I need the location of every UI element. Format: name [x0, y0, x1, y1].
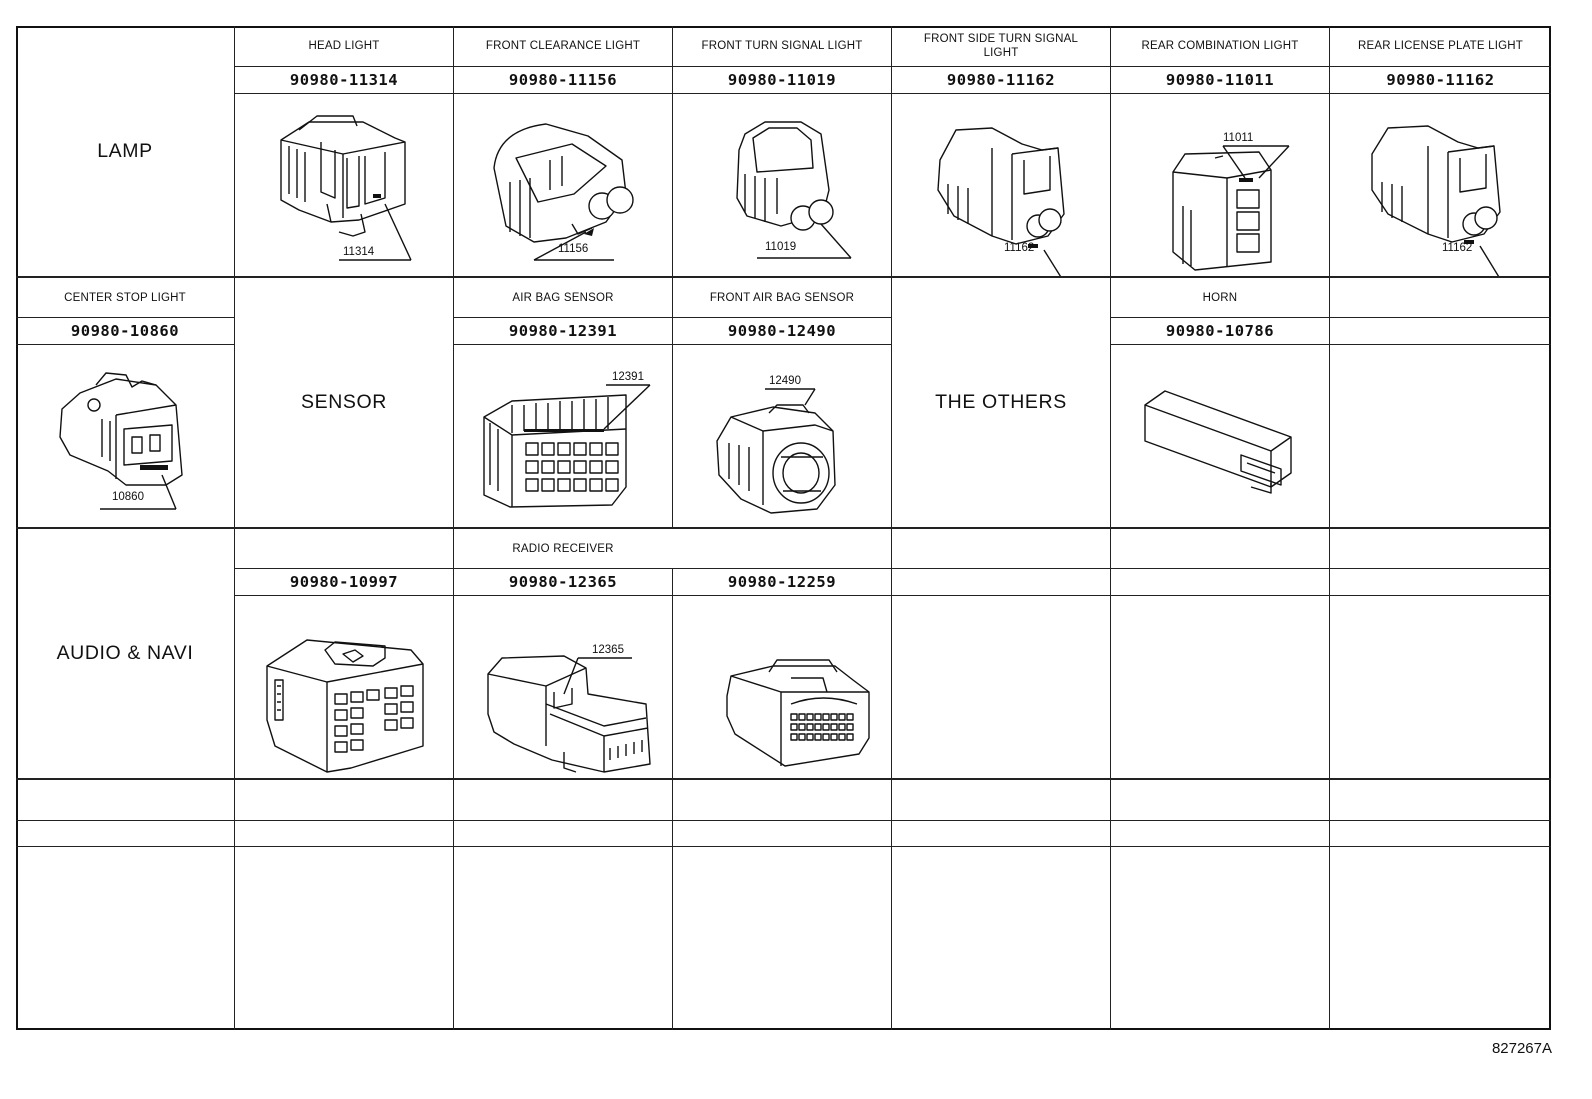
row-divider — [16, 820, 1551, 821]
connector-drawing-air-bag-sensor: 12391 — [454, 345, 672, 527]
row-divider — [16, 778, 1551, 780]
part-number: 90980-12391 — [508, 322, 618, 340]
column-title: FRONT CLEARANCE LIGHT — [485, 40, 641, 52]
connector-callout: 10860 — [112, 491, 144, 503]
row-divider — [235, 595, 1551, 596]
connector-callout: 12391 — [612, 371, 644, 383]
column-divider — [891, 529, 892, 1030]
connector-callout: 11162 — [1004, 242, 1035, 254]
part-number: 90980-10997 — [289, 573, 399, 591]
column-divider — [1110, 26, 1111, 1030]
row-divider — [235, 66, 1551, 67]
column-divider — [891, 26, 892, 277]
connector-callout: 11162 — [1442, 242, 1473, 254]
connector-drawing-headlight: 11314 — [235, 94, 453, 276]
column-title: HORN — [1202, 291, 1238, 304]
category-lamp: LAMP — [97, 139, 153, 162]
part-number: 90980-11162 — [946, 71, 1056, 89]
column-title: FRONT TURN SIGNAL LIGHT — [701, 40, 863, 52]
connector-drawing-center-stop: 10860 — [16, 345, 234, 527]
connector-drawing-rear-license: 11162 — [1330, 94, 1551, 276]
connector-callout: 11156 — [558, 243, 589, 255]
row-divider — [16, 317, 235, 318]
row-divider — [1111, 317, 1551, 318]
connector-callout: 11314 — [343, 246, 375, 258]
part-number: 90980-11011 — [1165, 71, 1275, 89]
part-number: 90980-11162 — [1386, 71, 1495, 89]
row-divider — [454, 317, 892, 318]
connector-callout: 11019 — [765, 241, 797, 253]
category-the-others: THE OTHERS — [935, 391, 1067, 413]
column-title: FRONT SIDE TURN SIGNAL LIGHT — [923, 33, 1079, 59]
connector-callout: 11011 — [1223, 132, 1254, 144]
connector-drawing-front-clearance: 11156 — [454, 94, 672, 276]
column-title: AIR BAG SENSOR — [512, 291, 614, 304]
row-divider — [16, 276, 1551, 278]
column-title: HEAD LIGHT — [308, 40, 380, 52]
column-title: FRONT AIR BAG SENSOR — [709, 291, 855, 304]
column-divider — [234, 26, 235, 1030]
part-number: 90980-11314 — [289, 71, 399, 89]
part-number: 90980-11019 — [727, 71, 837, 89]
drawing-id: 827267A — [1491, 1040, 1552, 1057]
part-number: 90980-10860 — [70, 322, 180, 340]
column-divider — [453, 26, 454, 277]
connector-drawing-front-side-turn: 11162 — [892, 94, 1110, 276]
part-number: 90980-12365 — [508, 573, 618, 591]
connector-callout: 12365 — [592, 644, 624, 656]
title-span-mask — [454, 529, 891, 568]
connector-callout: 12490 — [769, 375, 801, 387]
category-audio-navi: AUDIO & NAVI — [56, 642, 194, 664]
part-number: 90980-11156 — [508, 71, 618, 89]
part-number: 90980-12259 — [727, 573, 837, 591]
connector-chart: LAMP HEAD LIGHT FRONT CLEARANCE LIGHT FR… — [16, 26, 1551, 1030]
column-divider — [453, 277, 454, 1030]
connector-drawing-radio-12259 — [673, 596, 891, 778]
column-divider — [1329, 26, 1330, 1030]
connector-drawing-radio-10997 — [235, 596, 453, 778]
part-number: 90980-12490 — [727, 322, 837, 340]
radio-receiver-title: RADIO RECEIVER — [512, 542, 614, 555]
connector-drawing-front-air-bag: 12490 — [673, 345, 891, 527]
column-title: REAR LICENSE PLATE LIGHT — [1358, 40, 1523, 52]
connector-drawing-radio-12365: 12365 — [454, 596, 672, 778]
column-title: CENTER STOP LIGHT — [64, 291, 186, 304]
row-divider — [16, 344, 235, 345]
row-divider — [1111, 344, 1551, 345]
row-divider — [235, 568, 1551, 569]
category-sensor: SENSOR — [301, 391, 387, 413]
connector-drawing-front-turn-signal: 11019 — [673, 94, 891, 276]
row-divider — [454, 344, 892, 345]
part-number: 90980-10786 — [1165, 322, 1275, 340]
row-divider — [16, 527, 1551, 529]
row-divider — [16, 846, 1551, 847]
column-divider — [891, 277, 892, 528]
column-divider — [672, 26, 673, 1030]
row-divider — [235, 93, 1551, 94]
column-title: REAR COMBINATION LIGHT — [1141, 40, 1299, 52]
connector-drawing-horn — [1111, 345, 1329, 527]
connector-drawing-rear-combination: 11011 — [1111, 94, 1329, 276]
